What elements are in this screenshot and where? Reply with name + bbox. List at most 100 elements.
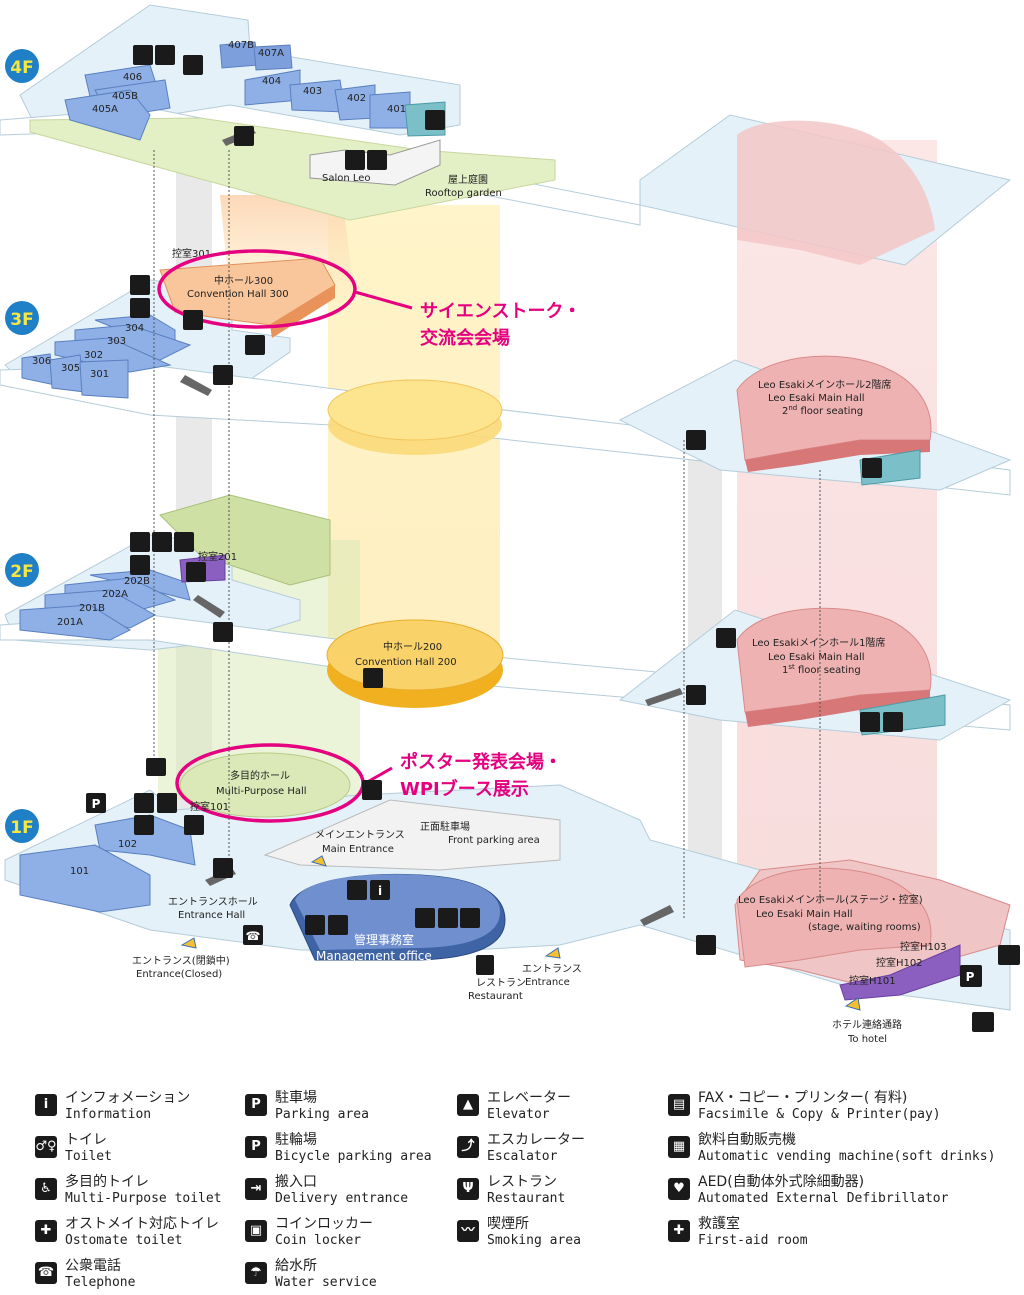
telephone-icon — [243, 925, 263, 945]
legend-label-en: Ostomate toilet — [65, 1233, 183, 1248]
room-403-label: 403 — [303, 86, 322, 97]
poster-callout-l1: ポスター発表会場・ — [400, 751, 562, 773]
room-hikae-201-label: 控室201 — [198, 550, 237, 563]
vending-machine-icon: ▦ — [668, 1136, 690, 1158]
legend-label-ja: 喫煙所 — [487, 1216, 529, 1232]
rooms-3f-group — [21, 314, 192, 399]
toilet-icon — [134, 793, 154, 813]
legend-label-ja: トイレ — [65, 1132, 107, 1148]
room-301-label: 301 — [90, 369, 109, 380]
restaurant-icon: Ψ — [457, 1178, 479, 1200]
legend-label-ja: 駐車場 — [275, 1090, 317, 1106]
main-hall-1f-seating-side — [745, 690, 930, 727]
rooms-1f-group — [19, 814, 196, 913]
to-hotel-en: To hotel — [847, 1034, 887, 1045]
room-202a-label: 202A — [102, 589, 128, 600]
dotted-guides — [153, 150, 821, 920]
elevator-icon — [183, 310, 203, 330]
room-202b-label: 202B — [124, 576, 150, 587]
legend-label-ja: オストメイト対応トイレ — [65, 1216, 219, 1232]
floor-badges — [5, 49, 39, 843]
smoking-area-icon — [972, 1012, 994, 1032]
science-talk-highlight — [157, 249, 357, 329]
legend-label-en: Facsimile & Copy & Printer(pay) — [698, 1107, 941, 1122]
legend-label-en: Automatic vending machine(soft drinks) — [698, 1149, 996, 1164]
main-hall-1f-sub: 1st floor seating — [782, 663, 861, 676]
hikae-h102-label: 控室H102 — [876, 956, 923, 969]
telephone-icon: ☎ — [35, 1262, 57, 1284]
room-305-label: 305 — [61, 363, 80, 374]
floor-4f-label: 4F — [10, 58, 33, 78]
delivery-entrance-icon — [146, 758, 166, 776]
main-hall-column — [737, 140, 937, 940]
legend-item: ▤FAX・コピー・プリンター( 有料)Facsimile & Copy & Pr… — [668, 1090, 941, 1123]
convention-hall-200-ja: 中ホール200 — [383, 640, 442, 653]
main-hall-2f-seating-side — [745, 440, 930, 472]
legend-label-en: Escalator — [487, 1149, 558, 1164]
main-entrance-ja: メインエントランス — [315, 829, 405, 841]
aed-icon: ♥ — [668, 1178, 690, 1200]
aed-icon — [347, 880, 367, 900]
main-hall-1f-seating — [736, 607, 932, 713]
convention-hall-300-ja: 中ホール300 — [214, 274, 273, 287]
room-201b-label: 201B — [79, 603, 105, 614]
toilet-icon — [860, 712, 880, 732]
accessible-toilet-icon — [157, 793, 177, 813]
main-hall-stage-en: Leo Esaki Main Hall — [756, 909, 853, 920]
entrance-hall-en: Entrance Hall — [178, 910, 245, 921]
legend-label-en: Restaurant — [487, 1191, 566, 1206]
legend-label-ja: FAX・コピー・プリンター( 有料) — [698, 1090, 908, 1106]
water-service-icon — [134, 815, 154, 835]
room-201a-label: 201A — [57, 617, 83, 628]
accessible-toilet-icon: ♿ — [35, 1178, 57, 1200]
floor-1f-label: 1F — [10, 818, 33, 838]
science-talk-callout-l1: サイエンストーク・ — [420, 301, 581, 322]
elevator-icon — [184, 815, 204, 835]
vending-machine-icon — [415, 908, 435, 928]
to-hotel-ja: ホテル連絡通路 — [832, 1018, 902, 1031]
legend-label-en: Delivery entrance — [275, 1191, 409, 1206]
smoking-area-icon: 〰 — [457, 1220, 479, 1242]
legend-label-ja: 給水所 — [275, 1258, 317, 1274]
room-101-label: 101 — [70, 866, 89, 877]
floor-3f-label: 3F — [10, 310, 33, 330]
main-entrance-marker — [310, 855, 327, 867]
management-office-en: Management office — [316, 949, 432, 963]
legend-label-ja: エスカレーター — [487, 1132, 585, 1148]
bicycle-parking-icon: P — [245, 1136, 267, 1158]
delivery-entrance-icon — [998, 945, 1020, 965]
science-talk-pointer — [354, 290, 413, 310]
legend-label-en: Elevator — [487, 1107, 550, 1122]
coin-locker-icon — [305, 915, 325, 935]
convention-hall-200-en: Convention Hall 200 — [355, 657, 457, 668]
science-talk-callout-l2: 交流会会場 — [420, 327, 510, 349]
legend-label-ja: レストラン — [487, 1174, 557, 1190]
legend-label-en: Automated External Defibrillator — [698, 1191, 949, 1206]
room-302-label: 302 — [84, 350, 103, 361]
toilet-icon — [130, 275, 150, 295]
toilet-icon — [438, 908, 458, 928]
legend-label-en: Coin locker — [275, 1233, 362, 1248]
legend-label-en: First-aid room — [698, 1233, 808, 1248]
legend-label-ja: AED(自動体外式除細動器) — [698, 1174, 865, 1190]
elevator-icon — [686, 685, 706, 705]
accessible-toilet-icon — [883, 712, 903, 732]
escalator-icon — [213, 622, 233, 642]
front-parking-en: Front parking area — [448, 835, 540, 846]
main-entrance-en: Main Entrance — [322, 844, 394, 855]
multi-purpose-en: Multi-Purpose Hall — [216, 786, 307, 797]
hikae-h103-label: 控室H103 — [900, 940, 947, 953]
room-404-label: 404 — [262, 76, 281, 87]
rooftop-garden — [29, 117, 556, 221]
main-hall-stage — [736, 867, 932, 968]
parking-icon — [86, 793, 106, 813]
legend-label-en: Telephone — [65, 1275, 136, 1290]
restaurant-en: Restaurant — [468, 991, 523, 1002]
escalator-icon — [213, 365, 233, 385]
